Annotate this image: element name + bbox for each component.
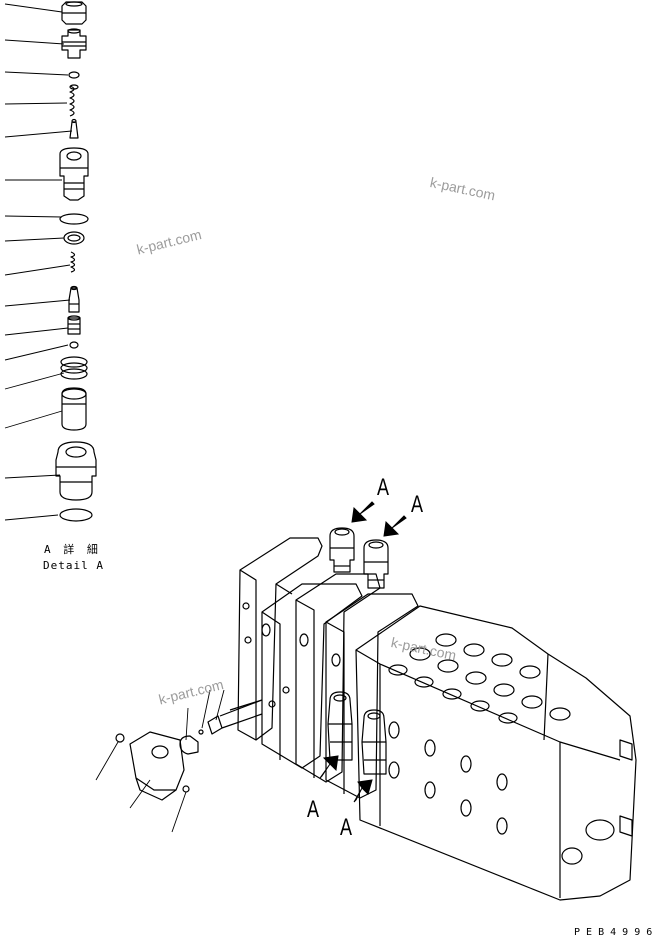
cover-flange-parts bbox=[115, 699, 263, 801]
detail-caption-en: Detail A bbox=[43, 559, 104, 572]
view-marker-a-3: A bbox=[307, 796, 320, 823]
part-leader-lines bbox=[95, 689, 225, 833]
view-marker-a-2: A bbox=[411, 491, 424, 518]
relief-valve-bottom-left bbox=[327, 691, 353, 761]
view-arrows bbox=[319, 501, 407, 803]
control-valve-body bbox=[237, 537, 637, 901]
relief-valve-top-left bbox=[329, 527, 355, 573]
relief-valve-bottom-right bbox=[361, 709, 387, 775]
relief-valve-top-right bbox=[363, 539, 389, 589]
detail-caption-jp: A 詳 細 bbox=[44, 543, 101, 556]
drawing-number: P E B 4 9 9 6 bbox=[574, 927, 652, 938]
detail-a-parts bbox=[4, 1, 97, 522]
view-marker-a-4: A bbox=[340, 814, 353, 841]
view-marker-a-1: A bbox=[377, 474, 390, 501]
